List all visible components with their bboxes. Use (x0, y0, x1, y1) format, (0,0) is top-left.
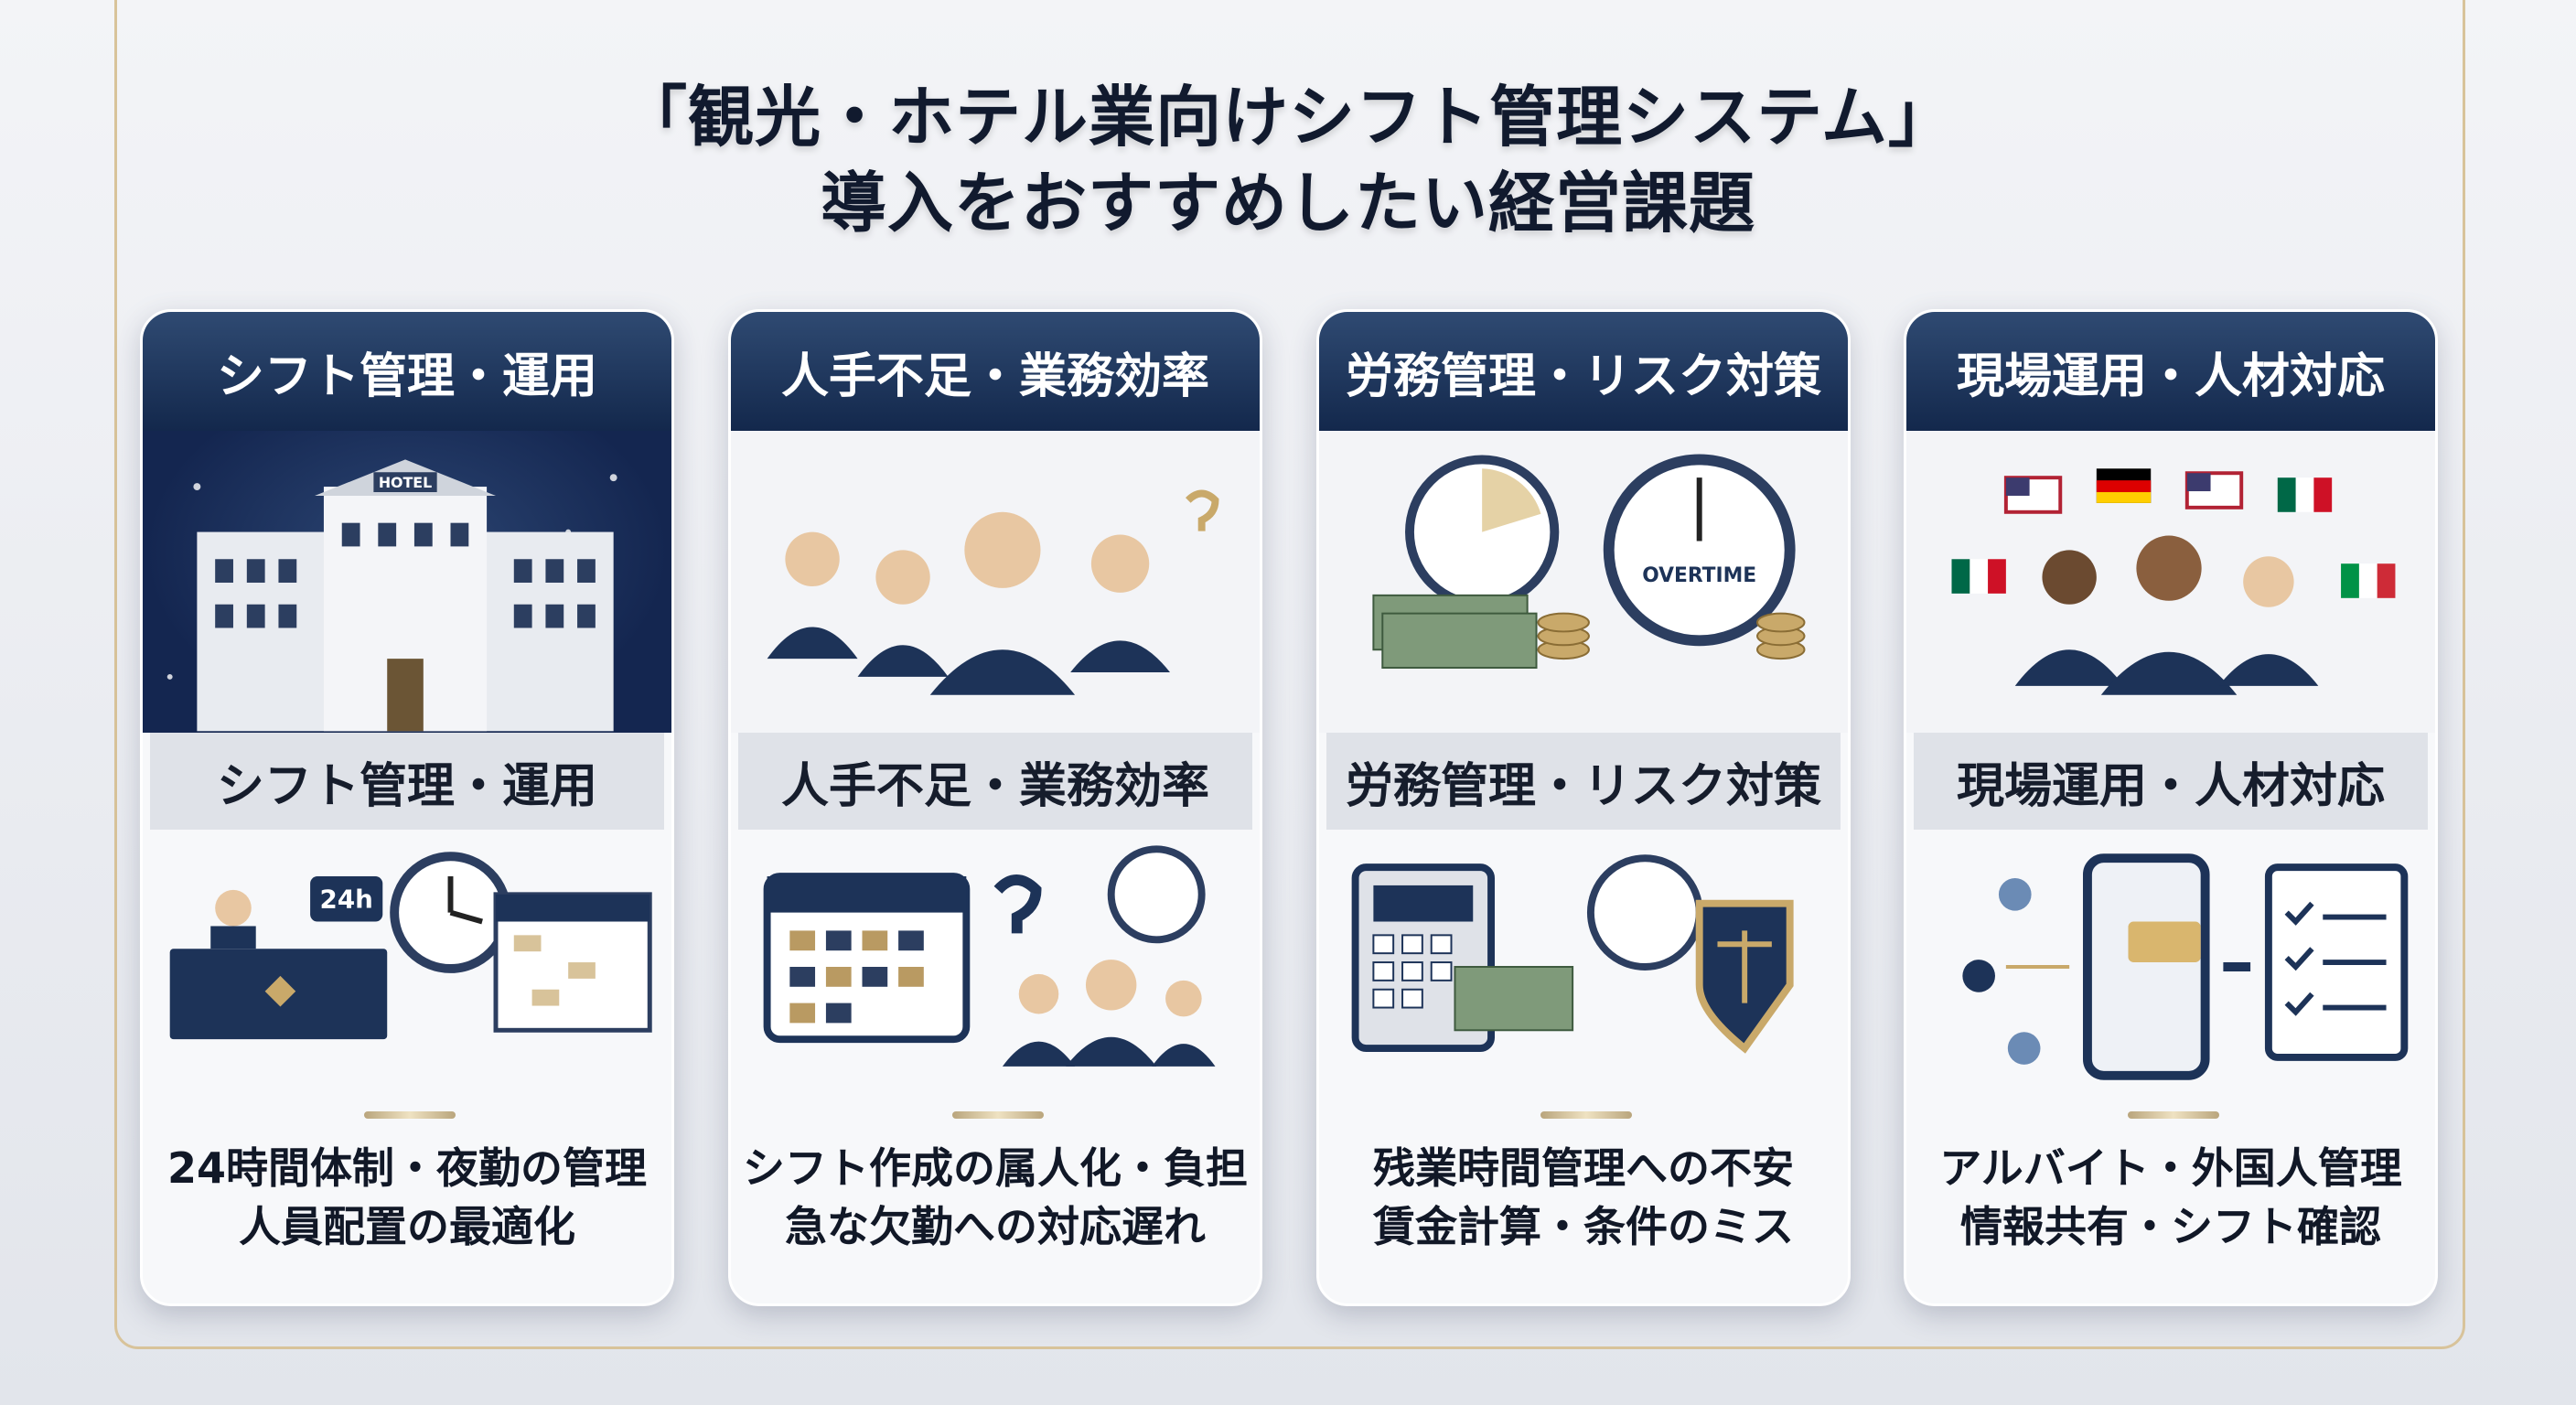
card-line-2: 急な欠勤への対応遅れ (785, 1202, 1206, 1251)
international-staff-illustration (1906, 431, 2435, 733)
24h-badge: 24h (320, 885, 373, 915)
calculator-shield-illustration (1319, 830, 1848, 1104)
reception-clock-calendar-illustration: 24h (143, 830, 671, 1104)
phone-checklist-illustration (1906, 830, 2435, 1104)
overtime-clock-money-illustration: OVERTIME (1319, 431, 1848, 733)
card-header: 人手不足・業務効率 (731, 312, 1260, 431)
card-line-1: シフト作成の属人化・負担 (743, 1143, 1248, 1193)
hotel-illustration: HOTEL (143, 431, 671, 733)
card-staff-shortage: 人手不足・業務効率 人手不足・業務効率 シフト作成の属人化・負担 急な欠勤への対… (728, 309, 1262, 1306)
gold-divider (2128, 1111, 2219, 1119)
card-shift-management: シフト管理・運用 HOTEL シフト管理・運用 24h 24時間体制・夜勤の管理… (140, 309, 674, 1306)
page-subtitle: 導入をおすすめしたい経営課題 (820, 165, 1755, 241)
overtime-label: OVERTIME (1642, 564, 1756, 587)
flags (1951, 468, 2396, 598)
card-subheader: 人手不足・業務効率 (738, 733, 1252, 830)
card-labor-risk: 労務管理・リスク対策 OVERTIME 労務管理・リスク対策 残業時間管理への不… (1316, 309, 1851, 1306)
card-subheader: 労務管理・リスク対策 (1326, 733, 1841, 830)
gold-divider (1540, 1111, 1632, 1119)
gold-divider (364, 1111, 456, 1119)
card-line-1: 残業時間管理への不安 (1373, 1143, 1794, 1193)
card-header: 労務管理・リスク対策 (1319, 312, 1848, 431)
card-line-1: 24時間体制・夜勤の管理 (166, 1143, 647, 1193)
card-header: 現場運用・人材対応 (1906, 312, 2435, 431)
card-line-1: アルバイト・外国人管理 (1939, 1143, 2402, 1193)
calendar-staff-illustration (731, 830, 1260, 1104)
question-mark-icon (993, 874, 1042, 934)
question-mark-icon (1186, 489, 1219, 531)
card-header: シフト管理・運用 (143, 312, 671, 431)
hotel-sign: HOTEL (379, 474, 432, 491)
gold-divider (952, 1111, 1044, 1119)
card-line-2: 賃金計算・条件のミス (1373, 1202, 1794, 1251)
card-subheader: シフト管理・運用 (150, 733, 664, 830)
card-site-operations: 現場運用・人材対応 現場運用・人材対応 アルバイト・外国人管理 情報共有・シフト… (1904, 309, 2438, 1306)
decorative-frame (114, 0, 2465, 1349)
card-subheader: 現場運用・人材対応 (1914, 733, 2428, 830)
page-title: 「観光・ホテル業向けシフト管理システム」 (621, 79, 1955, 156)
card-line-2: 人員配置の最適化 (239, 1202, 575, 1251)
stressed-staff-illustration (731, 431, 1260, 733)
card-line-2: 情報共有・シフト確認 (1960, 1202, 2381, 1251)
